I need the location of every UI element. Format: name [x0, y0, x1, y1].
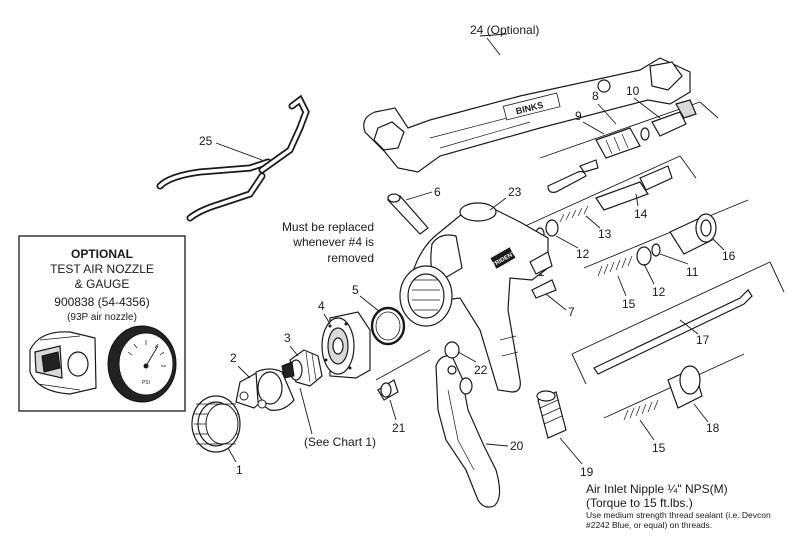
label-17: 17 [696, 333, 710, 347]
stud-part-21 [375, 349, 431, 401]
hook-part-25 [156, 94, 310, 222]
pressure-gauge-illustration: PSI [107, 325, 177, 403]
label-7: 7 [568, 305, 575, 319]
label-19: 19 [580, 465, 594, 479]
inlet-note-line1: Air Inlet Nipple ¼" NPS(M) [586, 482, 728, 496]
label-8: 8 [592, 89, 599, 103]
screw-part-7 [531, 279, 557, 299]
optional-title: OPTIONAL [71, 247, 133, 261]
optional-part-number: 900838 (54-4356) [54, 295, 149, 309]
fluid-nozzle-part-3 [281, 349, 323, 387]
seal-part-5 [370, 306, 406, 346]
bushing-part-22 [444, 341, 460, 359]
optional-line1: TEST AIR NOZZLE [50, 262, 154, 276]
gun-body-part-23: TRIDENT [399, 202, 553, 393]
label-15a: 15 [622, 297, 636, 311]
inlet-note-line2: (Torque to 15 ft.lbs.) [586, 496, 693, 510]
label-6: 6 [434, 185, 441, 199]
replace-note-line3: removed [327, 251, 374, 265]
pin-part-6 [386, 193, 429, 235]
label-18: 18 [706, 421, 720, 435]
label-24: 24 (Optional) [470, 23, 539, 37]
label-5: 5 [352, 283, 359, 297]
optional-test-nozzle-box: OPTIONAL TEST AIR NOZZLE & GAUGE 900838 … [18, 235, 186, 412]
test-nozzle-illustration [29, 331, 97, 395]
replace-note-line2: whenever #4 is [292, 235, 374, 249]
label-4: 4 [318, 299, 325, 313]
retaining-ring-part-1 [191, 395, 241, 453]
label-21: 21 [392, 421, 406, 435]
sealant-note-line1: Use medium strength thread sealant (i.e.… [586, 510, 771, 520]
svg-text:PSI: PSI [142, 380, 150, 386]
label-12a: 12 [576, 247, 590, 261]
see-chart-note: (See Chart 1) [304, 435, 376, 449]
label-23: 23 [508, 185, 522, 199]
spring-and-cap-assembly [603, 353, 745, 421]
optional-nozzle-note: (93P air nozzle) [67, 312, 137, 323]
label-11b: 11 [686, 265, 699, 279]
label-10: 10 [626, 84, 640, 98]
label-3: 3 [284, 331, 291, 345]
label-9: 9 [575, 109, 582, 123]
sealant-note-line2: #2242 Blue, or equal) on threads. [586, 520, 712, 530]
trigger-part-20 [435, 355, 501, 508]
baffle-part-4 [321, 311, 371, 379]
label-2: 2 [230, 351, 237, 365]
needle-part-17 [571, 261, 785, 385]
label-20: 20 [510, 439, 524, 453]
label-1: 1 [236, 463, 243, 477]
label-15b: 15 [652, 441, 666, 455]
needle-packing-assembly [539, 99, 719, 193]
label-13: 13 [598, 227, 612, 241]
air-cap-part-2 [235, 368, 295, 411]
optional-line2: & GAUGE [75, 277, 130, 291]
fluid-valve-assembly [583, 199, 749, 277]
trigger-valve-assembly [511, 155, 697, 241]
replace-note-line1: Must be replaced [282, 220, 374, 234]
label-16: 16 [722, 249, 736, 263]
label-25: 25 [199, 134, 213, 148]
wrench-part-24: BINKS [363, 57, 691, 173]
label-22: 22 [474, 363, 488, 377]
label-14: 14 [634, 207, 648, 221]
label-12b: 12 [652, 285, 666, 299]
air-inlet-part-19 [536, 390, 567, 439]
